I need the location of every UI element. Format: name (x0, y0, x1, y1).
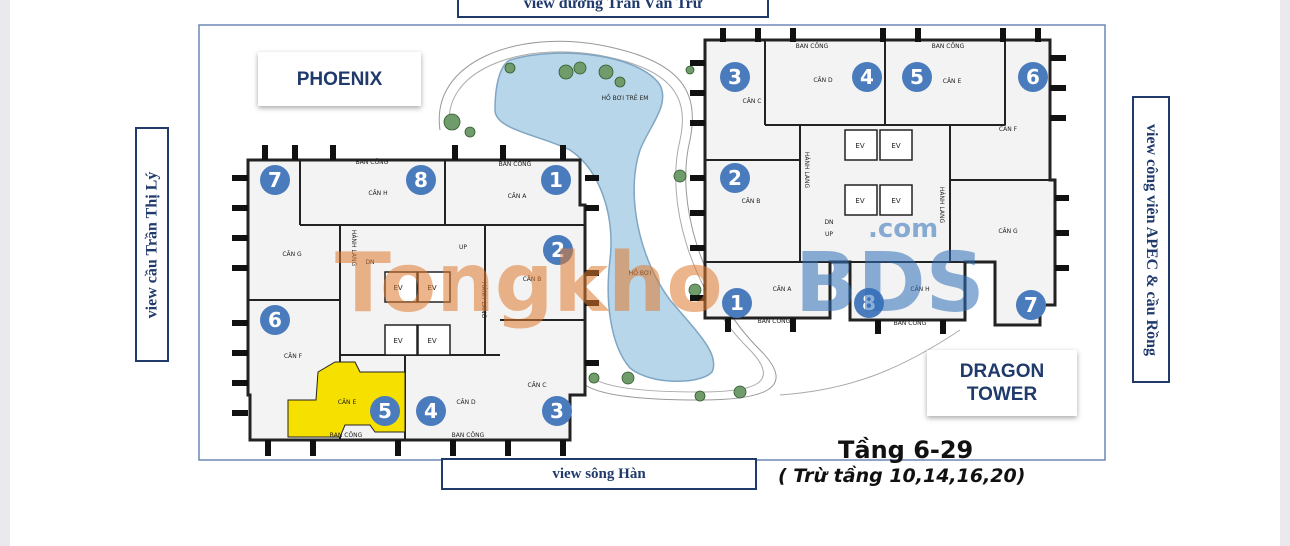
right-margin-strip (1280, 0, 1290, 546)
svg-text:3: 3 (728, 65, 742, 89)
view-label-left: view cầu Trần Thị Lý (135, 127, 169, 362)
phoenix-unit-badge-1: 1 (541, 165, 571, 195)
balcony-label-4: BAN CÔNG (452, 432, 485, 439)
stair-up-label-2: UP (825, 231, 833, 238)
dragon-unit-badge-1: 1 (722, 288, 752, 318)
phoenix-unit-label-2: CĂN B (523, 276, 542, 283)
dragon-unit-label-1: CĂN A (773, 286, 793, 293)
phoenix-unit-label-6: CĂN F (284, 353, 303, 360)
view-right-text: view công viên APEC & cầu Rồng (1143, 123, 1160, 356)
dragon-unit-label-6: CĂN F (999, 126, 1018, 133)
balcony-label-6: BAN CÔNG (932, 43, 965, 50)
balcony-label-8: BAN CÔNG (894, 320, 927, 327)
view-bottom-text: view sông Hàn (552, 465, 646, 482)
phoenix-unit-badge-4: 4 (416, 396, 446, 426)
dragon-unit-badge-2: 2 (720, 163, 750, 193)
svg-text:8: 8 (414, 168, 428, 192)
phoenix-unit-badge-7: 7 (260, 165, 290, 195)
stair-down-label-1: DN (365, 259, 374, 266)
floor-subtitle: ( Trừ tầng 10,14,16,20) (778, 465, 1026, 487)
svg-text:5: 5 (378, 399, 392, 423)
elevator-label-5: EV (855, 142, 864, 150)
dragon-unit-label-4: CĂN D (813, 77, 833, 84)
svg-text:8: 8 (862, 291, 876, 315)
svg-text:5: 5 (910, 65, 924, 89)
balcony-label-7: BAN CÔNG (758, 318, 791, 325)
view-label-bottom: view sông Hàn (441, 458, 757, 490)
elevator-label-8: EV (891, 197, 900, 205)
phoenix-unit-badge-8: 8 (406, 165, 436, 195)
elevator-label-3: EV (393, 337, 402, 345)
balcony-label-5: BAN CÔNG (796, 43, 829, 50)
dragon-unit-badge-6: 6 (1018, 62, 1048, 92)
balcony-label-2: BAN CÔNG (499, 161, 532, 168)
floor-title: Tầng 6-29 (838, 436, 974, 464)
dragon-unit-label-5: CĂN E (943, 78, 962, 85)
svg-text:6: 6 (1026, 65, 1040, 89)
phoenix-label: PHOENIX (258, 52, 421, 106)
elevator-label-7: EV (855, 197, 864, 205)
svg-text:1: 1 (549, 168, 563, 192)
dragon-unit-label-8: CĂN H (910, 286, 929, 293)
elevator-label-6: EV (891, 142, 900, 150)
phoenix-unit-label-7: CĂN G (282, 251, 302, 258)
elevator-label-4: EV (427, 337, 436, 345)
dragon-unit-label-3: CĂN C (743, 98, 762, 105)
dragon-unit-badge-3: 3 (720, 62, 750, 92)
pool-shape (494, 52, 715, 382)
dragon-unit-badge-4: 4 (852, 62, 882, 92)
svg-text:6: 6 (268, 308, 282, 332)
view-top-text: view đường Trần Văn Trứ (523, 0, 703, 12)
elevator-label-2: EV (427, 284, 436, 292)
dragon-label-line2: TOWER (966, 384, 1038, 405)
phoenix-unit-label-3: CĂN C (528, 382, 547, 389)
dragon-unit-badge-8: 8 (854, 288, 884, 318)
dragon-tower-label: DRAGON TOWER (927, 350, 1077, 416)
phoenix-unit-label-8: CĂN H (368, 190, 387, 197)
svg-text:2: 2 (551, 238, 565, 262)
view-label-right: view công viên APEC & cầu Rồng (1132, 96, 1170, 383)
svg-text:2: 2 (728, 166, 742, 190)
phoenix-unit-badge-3: 3 (542, 396, 572, 426)
svg-text:7: 7 (1024, 293, 1038, 317)
elevator-label-1: EV (393, 284, 402, 292)
stair-up-label-1: UP (459, 244, 467, 251)
view-left-text: view cầu Trần Thị Lý (143, 171, 161, 318)
phoenix-unit-label-5: CĂN E (338, 399, 357, 406)
phoenix-label-text: PHOENIX (296, 68, 383, 90)
svg-text:1: 1 (730, 291, 744, 315)
dragon-unit-badge-5: 5 (902, 62, 932, 92)
view-label-top: view đường Trần Văn Trứ (457, 0, 769, 18)
svg-text:4: 4 (424, 399, 438, 423)
svg-text:4: 4 (860, 65, 874, 89)
plan-text-labels: HỒ BƠI TRẺ EM HỒ BƠI CĂN A CĂN B CĂN C CĂN D C… (282, 43, 1018, 439)
dragon-tower (690, 28, 1069, 334)
dragon-unit-label-2: CĂN B (742, 198, 761, 205)
trees (443, 61, 747, 402)
phoenix-unit-label-1: CĂN A (508, 193, 528, 200)
kids-pool-label: HỒ BƠI TRẺ EM (602, 93, 649, 102)
corridor-label-3: HÀNH LANG (938, 187, 945, 224)
corridor-label-4: HÀNH LANG (350, 230, 357, 267)
phoenix-unit-badge-2: 2 (543, 235, 573, 265)
svg-text:7: 7 (268, 168, 282, 192)
corridor-label-2: HÀNH LANG (803, 152, 810, 189)
phoenix-unit-badge-5: 5 (370, 396, 400, 426)
stair-down-label-2: DN (824, 219, 833, 226)
walkway-east (779, 329, 961, 396)
balcony-label-1: BAN CÔNG (356, 159, 389, 166)
main-pool-label: HỒ BƠI (629, 268, 652, 277)
dragon-unit-badge-7: 7 (1016, 290, 1046, 320)
dragon-unit-label-7: CĂN G (998, 228, 1018, 235)
phoenix-unit-label-4: CĂN D (456, 399, 476, 406)
left-margin-strip (0, 0, 10, 546)
dragon-label-line1: DRAGON (959, 361, 1045, 382)
balcony-label-3: BAN CÔNG (330, 432, 363, 439)
svg-text:3: 3 (550, 399, 564, 423)
phoenix-unit-badge-6: 6 (260, 305, 290, 335)
corridor-label-1: HÀNH LANG (480, 282, 487, 319)
unit-number-badges: 1 2 3 4 5 6 7 8 1 2 3 4 5 6 7 8 (260, 62, 1048, 426)
